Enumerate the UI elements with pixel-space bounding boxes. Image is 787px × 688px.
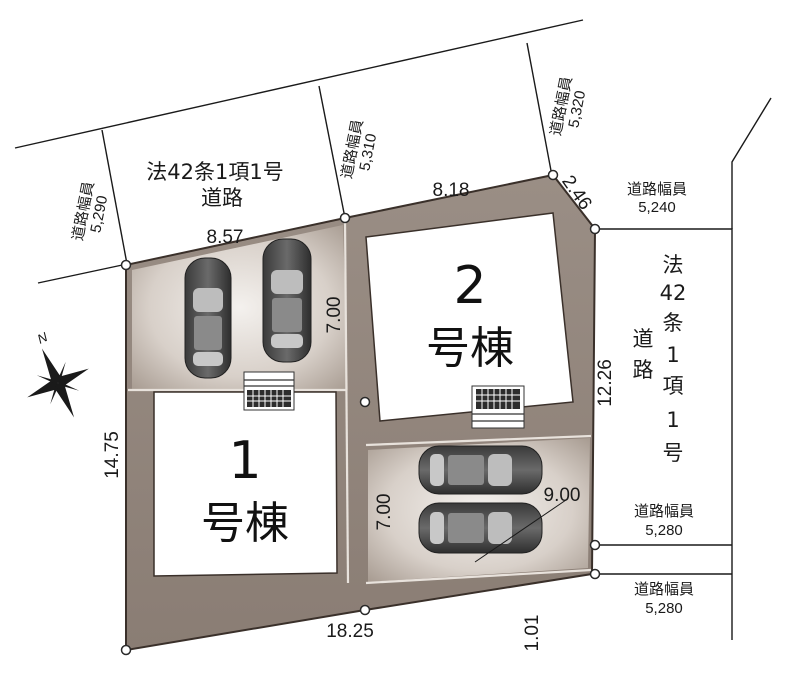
dim-top-left: 8.57	[207, 227, 244, 248]
building-2: 2 号棟	[365, 212, 574, 429]
svg-text:号: 号	[663, 441, 684, 465]
svg-text:道路幅員: 道路幅員	[627, 180, 687, 198]
svg-text:5,280: 5,280	[645, 522, 683, 539]
svg-text:5,310: 5,310	[356, 132, 380, 172]
road-width-east-bottom: 道路幅員 5,280	[634, 580, 694, 617]
road-width-east-top: 道路幅員 5,240	[627, 180, 687, 216]
svg-text:5,280: 5,280	[645, 600, 683, 617]
road-width-left: 道路幅員 5,290	[69, 180, 112, 242]
dim-right-side: 12.26	[595, 359, 616, 407]
dim-bottom: 18.25	[326, 621, 374, 642]
dim-lot2-side: 7.00	[324, 297, 345, 334]
svg-text:道路幅員: 道路幅員	[634, 580, 694, 598]
svg-text:路: 路	[633, 358, 654, 382]
svg-text:5,290: 5,290	[87, 194, 111, 234]
road-width-east-mid: 道路幅員 5,280	[634, 502, 694, 539]
svg-text:1: 1	[666, 408, 679, 432]
building-1-label: 号棟	[201, 498, 289, 549]
building-2-label: 号棟	[426, 323, 514, 374]
compass-icon	[27, 348, 89, 418]
svg-text:5,240: 5,240	[638, 199, 676, 216]
dim-bottom-right: 1.01	[522, 615, 543, 652]
svg-text:項: 項	[663, 374, 684, 398]
svg-text:法42条1項1号: 法42条1項1号	[146, 160, 283, 184]
building-2-number: 2	[453, 256, 486, 316]
road-top-name: 法42条1項1号 道路	[146, 160, 283, 210]
dim-parking2-side: 7.00	[374, 494, 395, 531]
parking-area-lot1	[132, 225, 348, 390]
svg-text:5,320: 5,320	[565, 89, 589, 129]
road-width-right-top: 道路幅員 5,320	[547, 75, 590, 137]
svg-text:道: 道	[633, 327, 654, 351]
svg-text:道路幅員: 道路幅員	[634, 502, 694, 520]
road-lines	[14, 19, 772, 640]
dim-left-side: 14.75	[102, 431, 123, 479]
car-1	[184, 257, 232, 379]
car-2	[262, 238, 312, 363]
svg-text:42: 42	[660, 281, 687, 305]
svg-text:1: 1	[666, 343, 679, 367]
road-right-name: 法 42 条 1 項 1 号 道 路	[633, 253, 687, 465]
car-3	[418, 445, 543, 495]
dim-parking2-diag: 9.00	[544, 485, 581, 506]
svg-text:条: 条	[663, 311, 684, 335]
road-width-middle: 道路幅員 5,310	[338, 118, 381, 180]
building-1: 1 号棟	[153, 371, 338, 577]
north-label: N	[35, 329, 50, 347]
dim-top-right: 8.18	[433, 180, 470, 201]
diag-dimension-line	[474, 499, 567, 563]
building-1-number: 1	[228, 431, 261, 491]
car-4	[418, 502, 543, 554]
svg-text:道路: 道路	[201, 186, 243, 210]
svg-text:法: 法	[663, 253, 684, 277]
